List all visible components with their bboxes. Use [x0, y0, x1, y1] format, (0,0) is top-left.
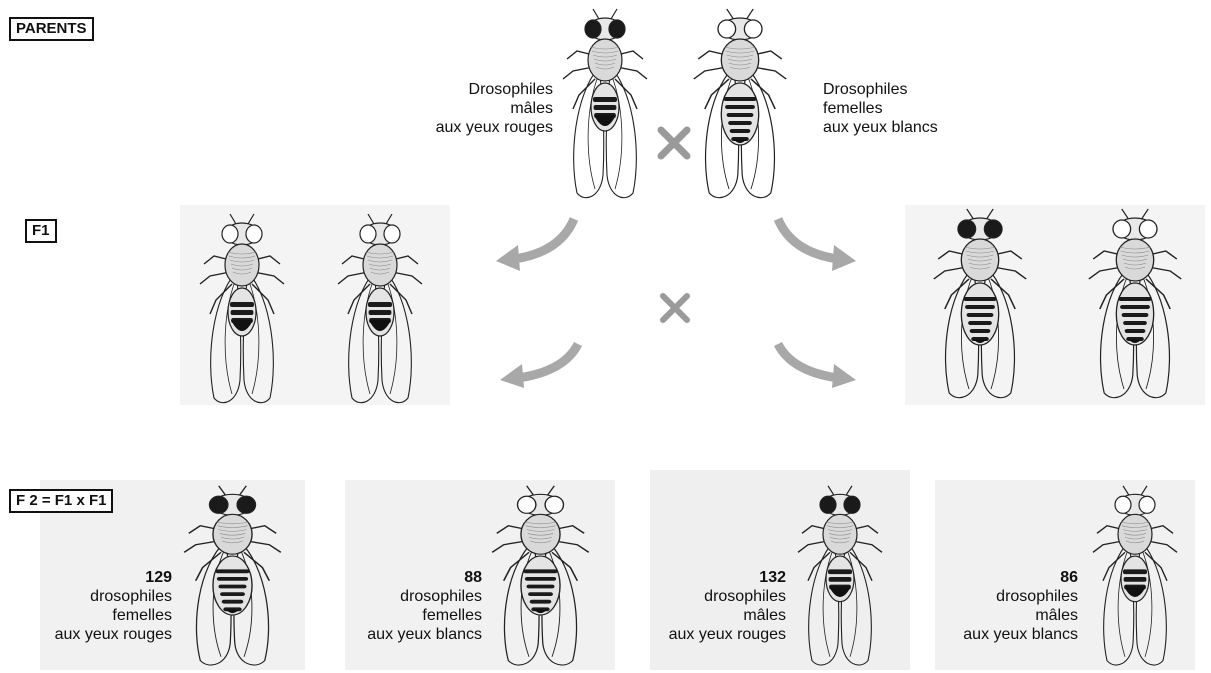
count-value: 132 — [640, 568, 786, 587]
f1-female-fly — [925, 205, 1035, 405]
f2-caption-male-white: 86 drosophiles mâles aux yeux blancs — [930, 568, 1078, 644]
count-value: 88 — [330, 568, 482, 587]
caption-line: drosophiles — [930, 587, 1078, 606]
f2-caption-male-red: 132 drosophiles mâles aux yeux rouges — [640, 568, 786, 644]
f2-female-white-fly — [483, 482, 598, 672]
f2-male-white-fly — [1085, 482, 1185, 672]
caption-line: femelles — [20, 606, 172, 625]
count-value: 86 — [930, 568, 1078, 587]
fly-drawing — [1089, 209, 1181, 398]
fly-drawing — [184, 486, 281, 665]
parent-male-caption: Drosophiles mâles aux yeux rouges — [408, 80, 553, 137]
fly-drawing — [563, 9, 647, 198]
f1-male-fly — [192, 210, 292, 410]
caption-line: aux yeux blancs — [823, 118, 973, 137]
fly-drawing — [694, 9, 786, 198]
caption-line: aux yeux blancs — [330, 625, 482, 644]
caption-line: Drosophiles — [408, 80, 553, 99]
f2-female-red-fly — [175, 482, 290, 672]
f2-caption-female-red: 129 drosophiles femelles aux yeux rouges — [20, 568, 172, 644]
fly-drawing — [1093, 486, 1177, 665]
parents-label: PARENTS — [9, 17, 94, 41]
caption-line: Drosophiles — [823, 80, 973, 99]
curved-arrow-icon — [496, 340, 586, 390]
caption-line: drosophiles — [640, 587, 786, 606]
parent-female-caption: Drosophiles femelles aux yeux blancs — [823, 80, 973, 137]
fly-drawing — [934, 209, 1026, 398]
curved-arrow-icon — [770, 215, 860, 275]
caption-line: aux yeux blancs — [930, 625, 1078, 644]
parent-female-fly — [685, 5, 795, 205]
f1-label: F1 — [25, 219, 57, 243]
caption-line: femelles — [823, 99, 973, 118]
count-value: 129 — [20, 568, 172, 587]
parent-male-fly — [555, 5, 655, 205]
caption-line: mâles — [930, 606, 1078, 625]
curved-arrow-icon — [492, 215, 582, 275]
caption-line: drosophiles — [20, 587, 172, 606]
f2-label: F 2 = F1 x F1 — [9, 489, 113, 513]
fly-drawing — [338, 214, 422, 403]
f1-male-fly — [330, 210, 430, 410]
curved-arrow-icon — [770, 340, 860, 390]
fly-drawing — [798, 486, 882, 665]
f1-female-fly — [1080, 205, 1190, 405]
fly-drawing — [492, 486, 589, 665]
fly-drawing — [200, 214, 284, 403]
caption-line: aux yeux rouges — [20, 625, 172, 644]
caption-line: mâles — [640, 606, 786, 625]
cross-icon — [659, 292, 691, 324]
caption-line: femelles — [330, 606, 482, 625]
f2-caption-female-white: 88 drosophiles femelles aux yeux blancs — [330, 568, 482, 644]
caption-line: aux yeux rouges — [640, 625, 786, 644]
caption-line: mâles — [408, 99, 553, 118]
caption-line: aux yeux rouges — [408, 118, 553, 137]
caption-line: drosophiles — [330, 587, 482, 606]
f2-male-red-fly — [790, 482, 890, 672]
